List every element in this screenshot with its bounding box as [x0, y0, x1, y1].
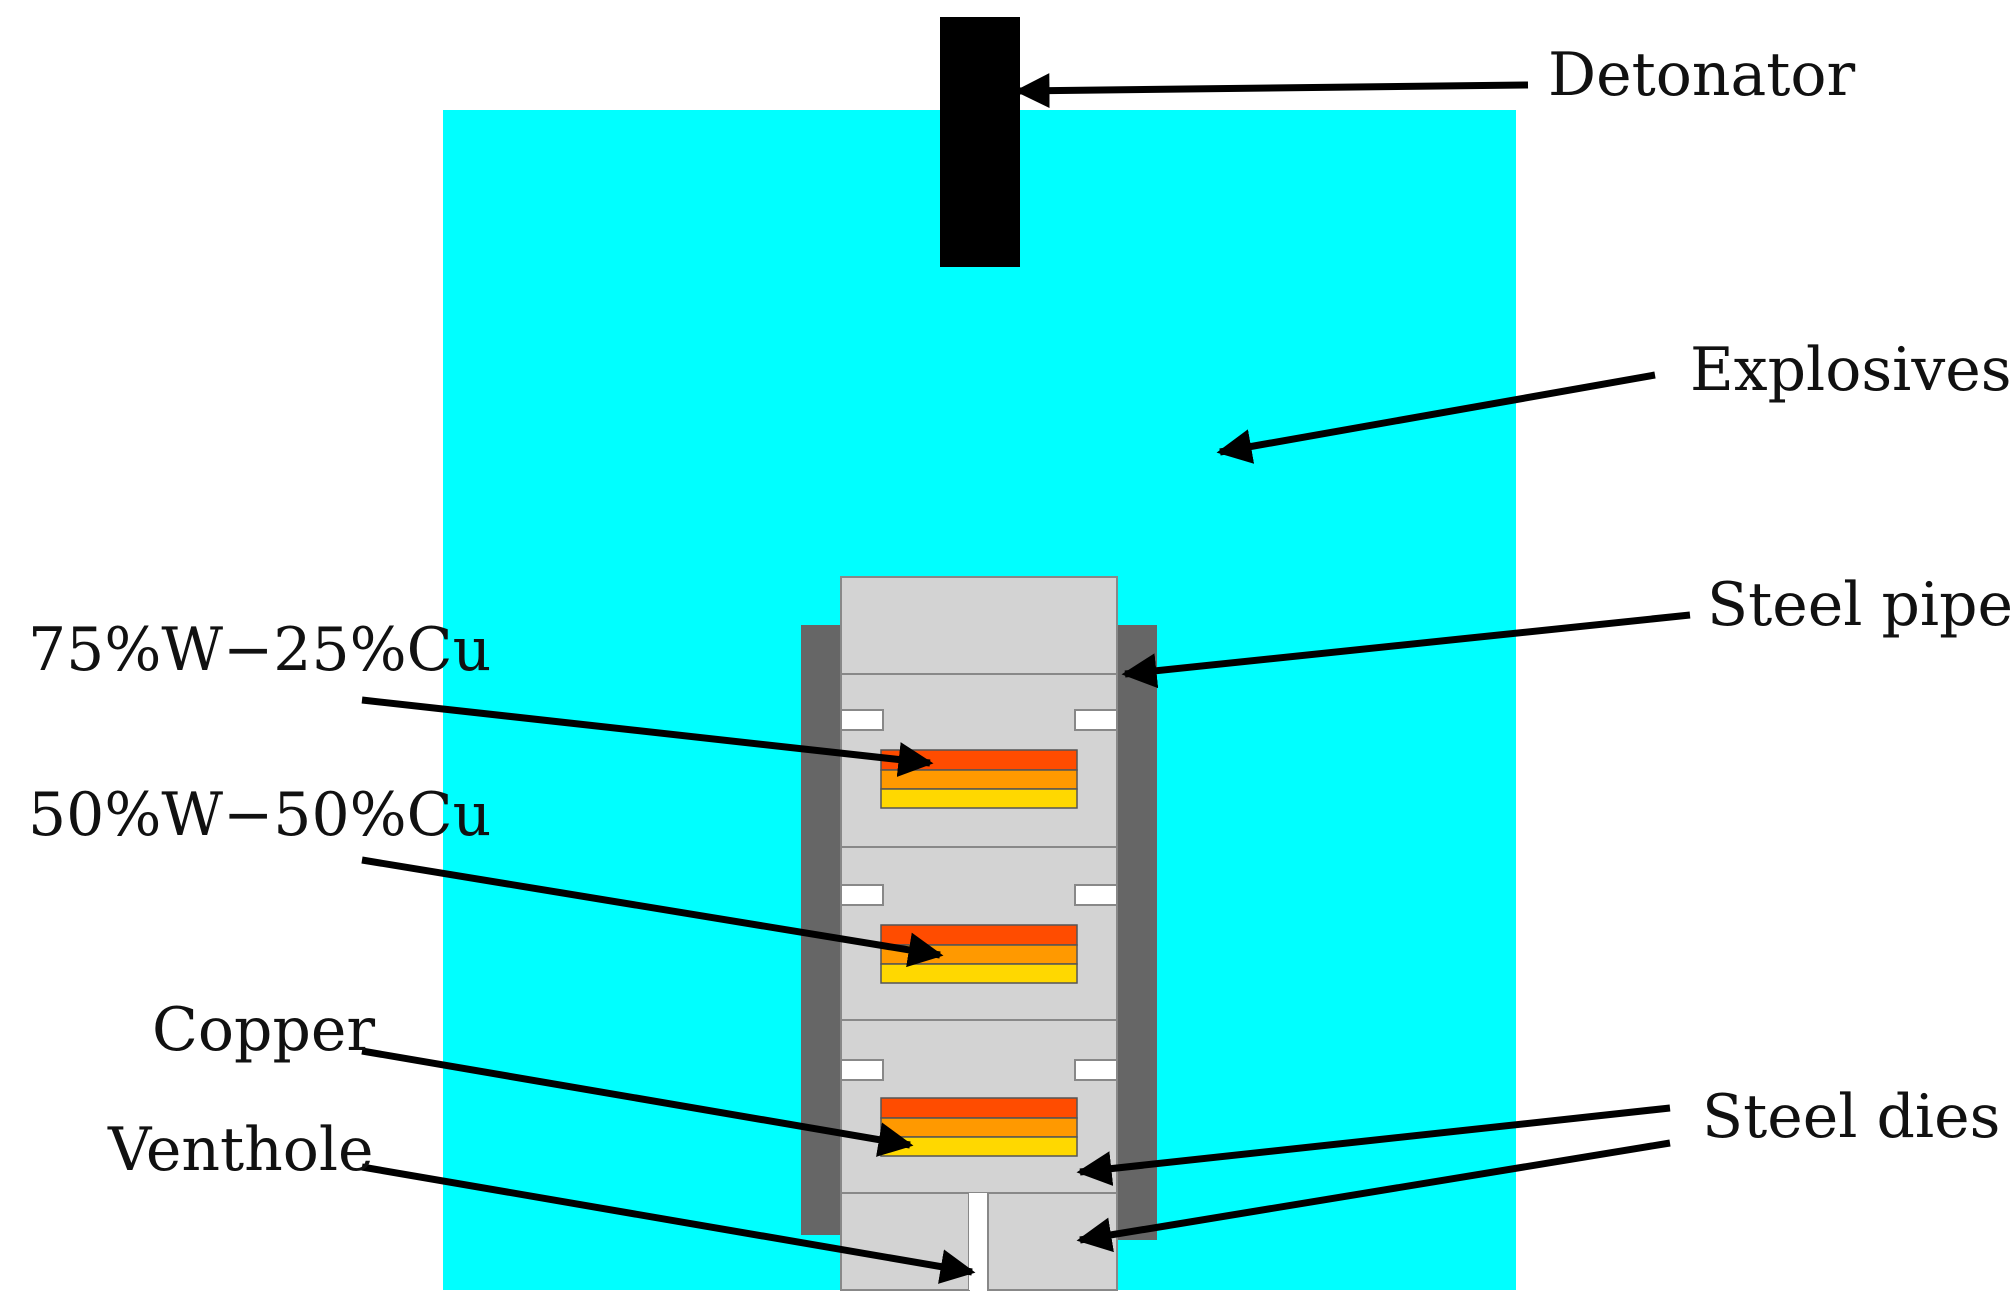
- arrow-venthole: [361, 1163, 976, 1284]
- plate-75w-25cu: [880, 924, 1078, 946]
- steel-die-top-cap: [840, 576, 1118, 675]
- plate-75w-25cu: [880, 1097, 1078, 1119]
- steel-pipe-right-wall: [1117, 625, 1157, 1240]
- die-shoulder-left: [840, 1059, 884, 1081]
- label-50w-50cu: 50%W−50%Cu: [28, 780, 491, 850]
- arrow-50w-50cu: [361, 856, 944, 968]
- plate-copper: [880, 1136, 1078, 1157]
- arrow-75w-25cu: [361, 696, 934, 777]
- venthole: [969, 1193, 988, 1290]
- label-steel-dies: Steel dies: [1702, 1082, 2000, 1152]
- die-shoulder-left: [840, 884, 884, 906]
- die-shoulder-right: [1074, 884, 1118, 906]
- label-copper: Copper: [152, 995, 375, 1065]
- plate-50w-50cu: [880, 1117, 1078, 1138]
- arrow-steel-dies-2: [1076, 1139, 1671, 1253]
- label-explosives: Explosives: [1690, 335, 2010, 405]
- label-steel-pipe: Steel pipe: [1707, 570, 2010, 640]
- arrow-steel-dies-1: [1076, 1104, 1671, 1187]
- steel-die-base-left: [840, 1192, 970, 1291]
- steel-die-base-right: [987, 1192, 1118, 1291]
- leader-arrows: [361, 73, 1691, 1284]
- label-venthole: Venthole: [107, 1115, 374, 1185]
- die-shoulder-left: [840, 709, 884, 731]
- detonator: [940, 17, 1020, 267]
- steel-die-unit-2: [840, 846, 1118, 1021]
- arrow-copper: [361, 1047, 914, 1157]
- plate-50w-50cu: [880, 769, 1078, 790]
- die-shoulder-right: [1074, 709, 1118, 731]
- arrow-detonator: [1014, 73, 1529, 109]
- plate-copper: [880, 963, 1078, 984]
- arrow-explosives: [1216, 371, 1656, 464]
- plate-copper: [880, 788, 1078, 809]
- steel-die-unit-3: [840, 1019, 1118, 1194]
- label-detonator: Detonator: [1548, 40, 1855, 110]
- arrow-steel-pipe: [1121, 611, 1691, 689]
- label-75w-25cu: 75%W−25%Cu: [28, 615, 491, 685]
- die-shoulder-right: [1074, 1059, 1118, 1081]
